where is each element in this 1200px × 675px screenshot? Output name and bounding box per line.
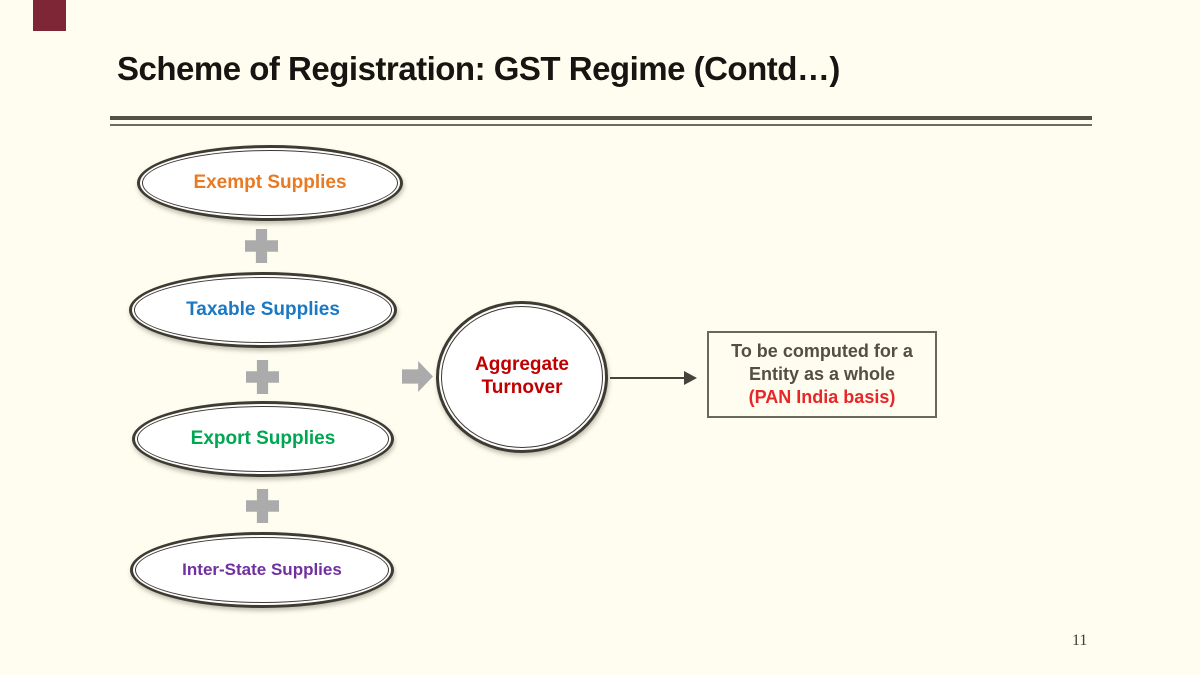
ellipse-exempt-supplies-inner: Exempt Supplies — [142, 150, 398, 216]
plus-icon — [246, 360, 279, 394]
title-rule-thick — [110, 116, 1092, 120]
taxable-supplies-label: Taxable Supplies — [186, 299, 340, 320]
note-line-2: Entity as a whole — [748, 363, 896, 384]
corner-accent-tab — [33, 0, 66, 31]
aggregate-turnover-label: Aggregate Turnover — [475, 354, 569, 398]
export-supplies-label: Export Supplies — [190, 428, 336, 449]
plus-icon — [246, 489, 279, 523]
inter-state-supplies-label: Inter-State Supplies — [182, 560, 342, 579]
ellipse-taxable-supplies-inner: Taxable Supplies — [134, 277, 392, 343]
ellipse-exempt-supplies: Exempt Supplies — [137, 145, 403, 221]
note-line-3: (PAN India basis) — [748, 387, 896, 408]
circle-aggregate-turnover-inner: Aggregate Turnover — [441, 306, 603, 448]
note-line-1: To be computed for a — [731, 340, 913, 361]
ellipse-inter-state-supplies: Inter-State Supplies — [130, 532, 394, 608]
connector-arrowhead-icon — [684, 371, 697, 385]
ellipse-export-supplies-inner: Export Supplies — [137, 406, 389, 472]
page-number: 11 — [1072, 632, 1088, 649]
right-block-arrow-icon — [402, 361, 433, 392]
plus-icon — [245, 229, 278, 263]
connector-arrow-line — [610, 377, 688, 379]
ellipse-taxable-supplies: Taxable Supplies — [129, 272, 397, 348]
circle-aggregate-turnover: Aggregate Turnover — [436, 301, 608, 453]
ellipse-export-supplies: Export Supplies — [132, 401, 394, 477]
ellipse-inter-state-supplies-inner: Inter-State Supplies — [135, 537, 389, 603]
exempt-supplies-label: Exempt Supplies — [193, 172, 347, 193]
slide-title: Scheme of Registration: GST Regime (Cont… — [117, 50, 840, 87]
title-rule-thin — [110, 124, 1092, 126]
note-box: To be computed for a Entity as a whole (… — [707, 331, 937, 418]
